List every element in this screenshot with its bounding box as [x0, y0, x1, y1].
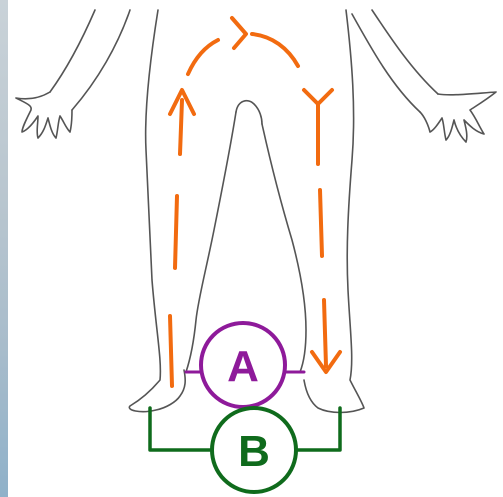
- left-arm-outline: [50, 10, 95, 92]
- crotch-outline: [236, 101, 262, 124]
- marker-a: A: [186, 323, 304, 407]
- right-leg-flow-dash: [320, 190, 322, 256]
- marker-b-left-bracket: [150, 408, 212, 450]
- left-hand-outline: [16, 92, 72, 138]
- top-arc-segment: [188, 40, 218, 74]
- left-arm-inner-outline: [72, 10, 130, 110]
- top-arc-segment: [252, 34, 298, 66]
- marker-b: B: [150, 408, 340, 492]
- marker-b-right-bracket: [296, 408, 340, 450]
- left-leg-flow-dash: [170, 316, 172, 386]
- right-arm-outline: [372, 10, 438, 94]
- marker-a-label: A: [227, 342, 259, 391]
- marker-b-label: B: [238, 427, 270, 476]
- left-leg-flow-dash: [180, 100, 182, 154]
- right-leg-flow-dash: [324, 300, 326, 366]
- arc-arrowhead: [232, 18, 246, 48]
- right-leg-flow-fork: [304, 90, 332, 104]
- left-leg-flow-dash: [175, 196, 177, 268]
- right-hand-outline: [420, 92, 496, 142]
